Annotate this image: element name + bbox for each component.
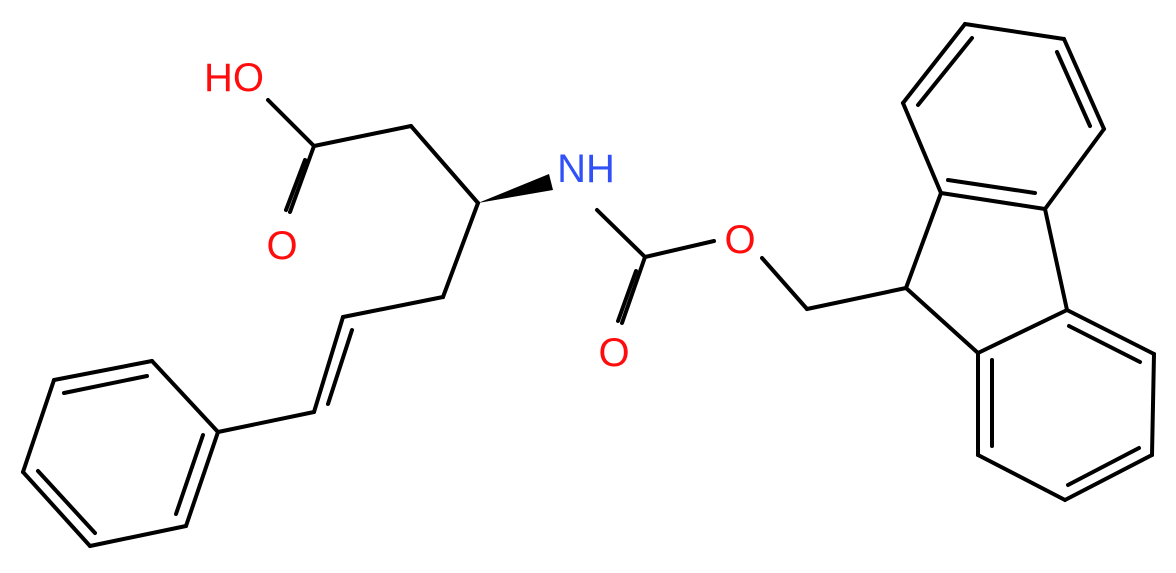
atom-carbamate-carbonyl-oxygen: O — [598, 331, 629, 375]
bond-carbonyl-to-ester-o — [643, 239, 716, 259]
bond-nh-to-carbonyl — [595, 208, 647, 259]
bond-fluorene-link-right — [976, 308, 1069, 355]
bond-upper-ring-5 — [1043, 127, 1106, 211]
bond-upper-ring-inner-2 — [916, 36, 974, 107]
bond-acid-carbon-to-ch2 — [312, 124, 413, 148]
bond-fluorene-c9-left — [904, 191, 943, 290]
bond-phenyl-5 — [88, 524, 188, 548]
bond-vinyl-b — [326, 328, 354, 406]
bond-lower-ring-4 — [976, 453, 1067, 502]
bond-fluorene-link-upper — [939, 191, 1047, 211]
bond-carbamate-carbonyl-a — [620, 255, 647, 325]
wedge-bond-stereocenter — [478, 174, 553, 203]
bond-lower-ring-inner-2 — [1066, 446, 1141, 487]
bond-phenyl-4 — [21, 470, 92, 548]
bond-vinyl-to-phenyl — [216, 410, 316, 434]
bond-lower-ring-3 — [1063, 453, 1154, 502]
bond-phenyl-inner-3 — [174, 433, 205, 516]
bond-phenyl-1 — [150, 359, 220, 434]
bond-upper-ring-4 — [1062, 37, 1106, 131]
bond-hydroxyl — [266, 98, 316, 148]
bond-carbamate-carbonyl-b — [616, 269, 638, 323]
atom-acid-carbonyl-oxygen: O — [266, 224, 297, 268]
bond-upper-ring-inner-1 — [946, 178, 1037, 195]
bond-lower-ring-2 — [1150, 352, 1156, 457]
bond-lower-ring-inner-1 — [1067, 324, 1142, 364]
bond-acid-carbonyl-a — [288, 144, 316, 214]
bond-skeleton — [21, 22, 1156, 548]
bond-ester-o-to-ch2 — [760, 256, 809, 311]
bond-phenyl-3 — [21, 378, 56, 474]
atom-hydroxyl: HO — [204, 56, 264, 100]
bond-upper-ring-2 — [901, 22, 967, 105]
bond-lower-ring-1 — [1065, 308, 1156, 356]
bond-upper-ring-inner-3 — [1055, 50, 1092, 128]
atom-ester-oxygen: O — [724, 218, 755, 262]
bond-stereocenter-to-ch2 — [441, 201, 480, 299]
bond-vinyl-a — [312, 315, 345, 414]
atom-labels: HO O NH O O — [198, 56, 760, 375]
bond-upper-ring-3 — [963, 22, 1066, 41]
atom-amide-nitrogen: NH — [557, 147, 615, 191]
bond-upper-ring-1 — [901, 101, 943, 195]
bond-acid-carbonyl-b — [284, 158, 307, 212]
bond-ch2-to-vinyl — [341, 295, 445, 319]
bond-fluorene-link-lower — [1043, 207, 1069, 312]
bond-fluorene-c9-right — [904, 286, 980, 355]
bond-phenyl-inner-2 — [36, 469, 97, 535]
bond-ch2-to-stereocenter — [409, 124, 480, 205]
bond-phenyl-6 — [184, 430, 220, 528]
bond-phenyl-2 — [52, 359, 154, 382]
bond-phenyl-inner-1 — [62, 374, 149, 395]
bond-ch2-to-fluorenyl — [805, 286, 908, 311]
